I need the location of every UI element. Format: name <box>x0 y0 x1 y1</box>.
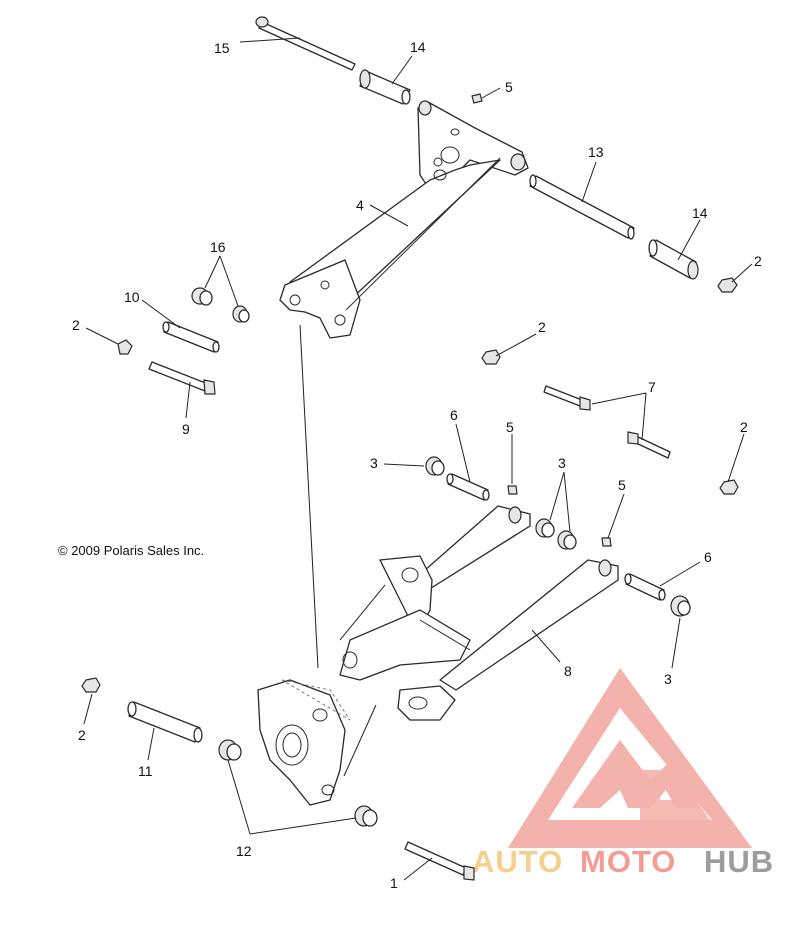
callout-2-right-middle: 2 <box>740 419 748 435</box>
part-11-sleeve <box>127 701 203 743</box>
part-6-sleeve-right <box>624 573 666 601</box>
knuckle-reference <box>257 679 351 806</box>
part-5-grease-fitting-middle <box>507 485 518 495</box>
part-3-bushing-left <box>425 456 445 476</box>
part-13-shaft <box>529 174 635 240</box>
assembly-lines <box>299 324 377 777</box>
callout-3-left: 3 <box>370 455 378 471</box>
part-10-sleeve <box>162 321 220 353</box>
part-2-nut-left <box>117 339 133 355</box>
logo-moto-text: MOTO <box>580 844 676 879</box>
callout-8: 8 <box>564 663 572 679</box>
callout-13: 13 <box>588 144 604 160</box>
part-2-nut-right-middle <box>719 479 739 495</box>
callout-4: 4 <box>356 197 364 213</box>
callout-2-right-upper: 2 <box>754 253 762 269</box>
part-4-upper-control-arm <box>279 100 529 339</box>
callout-labels: 15 14 5 13 4 14 2 16 10 2 2 9 7 2 6 5 3 … <box>72 39 762 891</box>
part-6-sleeve-left <box>446 473 490 501</box>
part-15-long-bolt <box>255 16 356 71</box>
leader-lines <box>83 37 753 881</box>
copyright-text: © 2009 Polaris Sales Inc. <box>58 543 204 558</box>
callout-2-left: 2 <box>72 317 80 333</box>
part-3-bushing-right <box>670 595 691 617</box>
callout-3-center: 3 <box>558 455 566 471</box>
part-7-bolts <box>543 385 671 459</box>
part-2-nut-center <box>481 349 501 365</box>
logo-hub-text: HUB <box>704 844 774 879</box>
part-3-bushings-center <box>535 518 577 550</box>
callout-6-left: 6 <box>450 407 458 423</box>
callout-5-middle: 5 <box>506 419 514 435</box>
callout-5-upper: 5 <box>505 79 513 95</box>
callout-12: 12 <box>236 843 252 859</box>
callout-10: 10 <box>124 289 140 305</box>
callout-16: 16 <box>210 239 226 255</box>
callout-11: 11 <box>138 763 153 779</box>
callout-9: 9 <box>182 421 190 437</box>
part-12-bushings <box>218 739 378 827</box>
callout-3-right: 3 <box>664 671 672 687</box>
part-9-bolt <box>148 361 216 395</box>
part-5-grease-fitting-right <box>601 537 612 547</box>
callout-6-right: 6 <box>704 549 712 565</box>
callout-15: 15 <box>214 40 230 56</box>
part-5-grease-fitting-upper <box>471 93 483 104</box>
callout-2-bottom-left: 2 <box>78 727 86 743</box>
callout-1: 1 <box>390 875 398 891</box>
automotohub-logo: AUTO MOTO HUB <box>472 668 774 879</box>
callout-14-right: 14 <box>692 205 708 221</box>
part-14-bushing-right <box>648 239 699 280</box>
callout-2-center: 2 <box>538 319 546 335</box>
part-8-lower-control-arm <box>339 505 619 721</box>
callout-5-right: 5 <box>618 477 626 493</box>
part-1-bolt <box>404 841 475 881</box>
logo-m-mark <box>572 740 700 808</box>
logo-auto-text: AUTO <box>472 844 563 879</box>
callout-7: 7 <box>648 379 656 395</box>
callout-14-upper: 14 <box>410 39 426 55</box>
part-16-bushings <box>191 287 250 323</box>
logo-g-mark <box>640 770 710 820</box>
part-2-nut-bottom-left <box>81 677 101 693</box>
part-14-bushing-upper <box>359 69 411 105</box>
